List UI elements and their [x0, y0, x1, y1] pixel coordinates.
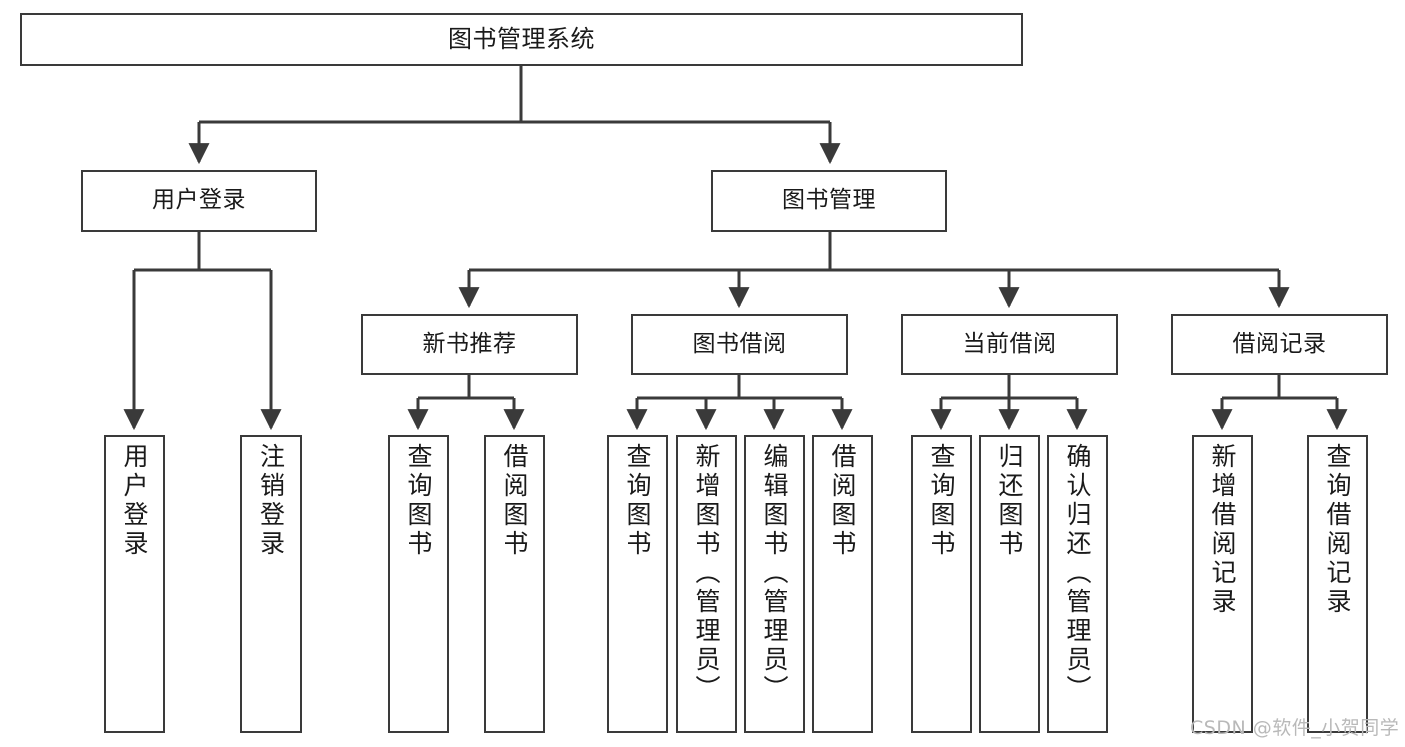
node-new-book-recommend-label: 新书推荐: [422, 330, 517, 357]
node-current-borrow[interactable]: 当前借阅: [901, 314, 1118, 375]
leaf-logout-login[interactable]: 注销登录: [240, 435, 302, 733]
node-borrow-record[interactable]: 借阅记录: [1171, 314, 1388, 375]
node-current-borrow-label: 当前借阅: [962, 330, 1057, 357]
watermark: CSDN @软件_小贺同学: [1190, 717, 1400, 739]
leaf-query-record[interactable]: 查询借阅记录: [1307, 435, 1368, 733]
leaf-query-book-1[interactable]: 查询图书: [388, 435, 449, 733]
node-book-manage-label: 图书管理: [782, 187, 876, 214]
leaf-query-book-3[interactable]: 查询图书: [911, 435, 972, 733]
node-root-label: 图书管理系统: [448, 25, 595, 54]
leaf-return-book-label: 归还图书: [995, 443, 1024, 559]
node-user-login-label: 用户登录: [152, 187, 246, 214]
leaf-query-book-1-label: 查询图书: [404, 443, 433, 559]
leaf-user-login[interactable]: 用户登录: [104, 435, 165, 733]
leaf-user-login-label: 用户登录: [120, 443, 149, 559]
node-book-borrow[interactable]: 图书借阅: [631, 314, 848, 375]
leaf-borrow-book-2-label: 借阅图书: [828, 443, 857, 559]
leaf-logout-login-label: 注销登录: [256, 443, 286, 559]
leaf-return-book[interactable]: 归还图书: [979, 435, 1040, 733]
leaf-add-record[interactable]: 新增借阅记录: [1192, 435, 1253, 733]
node-root[interactable]: 图书管理系统: [20, 13, 1023, 66]
leaf-query-book-2-label: 查询图书: [623, 443, 652, 559]
leaf-edit-book[interactable]: 编辑图书（管理员）: [744, 435, 805, 733]
leaf-query-record-label: 查询借阅记录: [1323, 443, 1352, 617]
leaf-borrow-book-1[interactable]: 借阅图书: [484, 435, 545, 733]
node-user-login[interactable]: 用户登录: [81, 170, 317, 232]
leaf-query-book-3-label: 查询图书: [927, 443, 956, 559]
leaf-borrow-book-1-label: 借阅图书: [500, 443, 529, 559]
leaf-query-book-2[interactable]: 查询图书: [607, 435, 668, 733]
leaf-edit-book-label: 编辑图书（管理员）: [760, 443, 789, 704]
node-borrow-record-label: 借阅记录: [1232, 330, 1327, 357]
leaf-confirm-return-label: 确认归还（管理员）: [1063, 443, 1092, 704]
leaf-confirm-return[interactable]: 确认归还（管理员）: [1047, 435, 1108, 733]
node-book-borrow-label: 图书借阅: [692, 330, 787, 357]
node-new-book-recommend[interactable]: 新书推荐: [361, 314, 578, 375]
leaf-add-record-label: 新增借阅记录: [1208, 443, 1237, 617]
leaf-borrow-book-2[interactable]: 借阅图书: [812, 435, 873, 733]
leaf-add-book[interactable]: 新增图书（管理员）: [676, 435, 737, 733]
leaf-add-book-label: 新增图书（管理员）: [692, 443, 721, 704]
node-book-manage[interactable]: 图书管理: [711, 170, 947, 232]
